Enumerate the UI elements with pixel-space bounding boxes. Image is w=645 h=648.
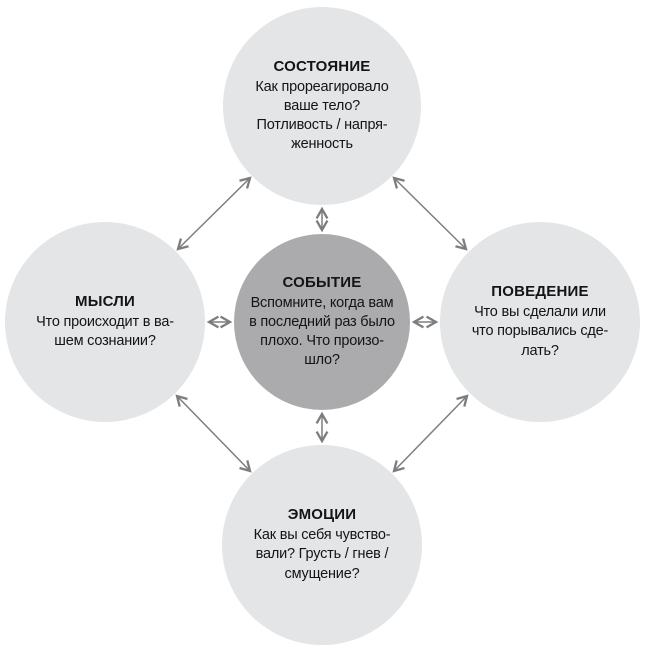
arrow-emotions-thoughts [175, 394, 252, 473]
node-behavior-title: ПОВЕДЕНИЕ [491, 283, 589, 301]
node-thoughts-title: МЫСЛИ [75, 292, 135, 310]
node-state: СОСТОЯНИЕ Как прореагировало ваше тело? … [223, 7, 421, 205]
node-behavior: ПОВЕДЕНИЕ Что вы сделали или что порывал… [440, 222, 640, 422]
node-state-title: СОСТОЯНИЕ [273, 57, 371, 75]
node-event-title: СОБЫТИЕ [282, 273, 362, 291]
node-emotions-text: Как вы себя чувство- вали? Грусть / гнев… [253, 527, 391, 582]
node-thoughts: МЫСЛИ Что происходит в ва- шем сознании? [5, 222, 205, 422]
arrow-state-thoughts [176, 176, 252, 251]
arrow-state-behavior [392, 176, 468, 251]
arrow-emotions-behavior [392, 394, 469, 473]
node-event: СОБЫТИЕ Вспомните, когда вам в последний… [234, 234, 410, 410]
node-emotions-title: ЭМОЦИИ [287, 506, 357, 524]
node-emotions: ЭМОЦИИ Как вы себя чувство- вали? Грусть… [222, 445, 422, 645]
node-thoughts-text: Что происходит в ва- шем сознании? [36, 313, 174, 349]
node-state-text: Как прореагировало ваше тело? Потливость… [255, 78, 389, 153]
node-event-text: Вспомните, когда вам в последний раз был… [249, 294, 395, 369]
node-behavior-text: Что вы сделали или что порывались сде- л… [471, 304, 609, 359]
